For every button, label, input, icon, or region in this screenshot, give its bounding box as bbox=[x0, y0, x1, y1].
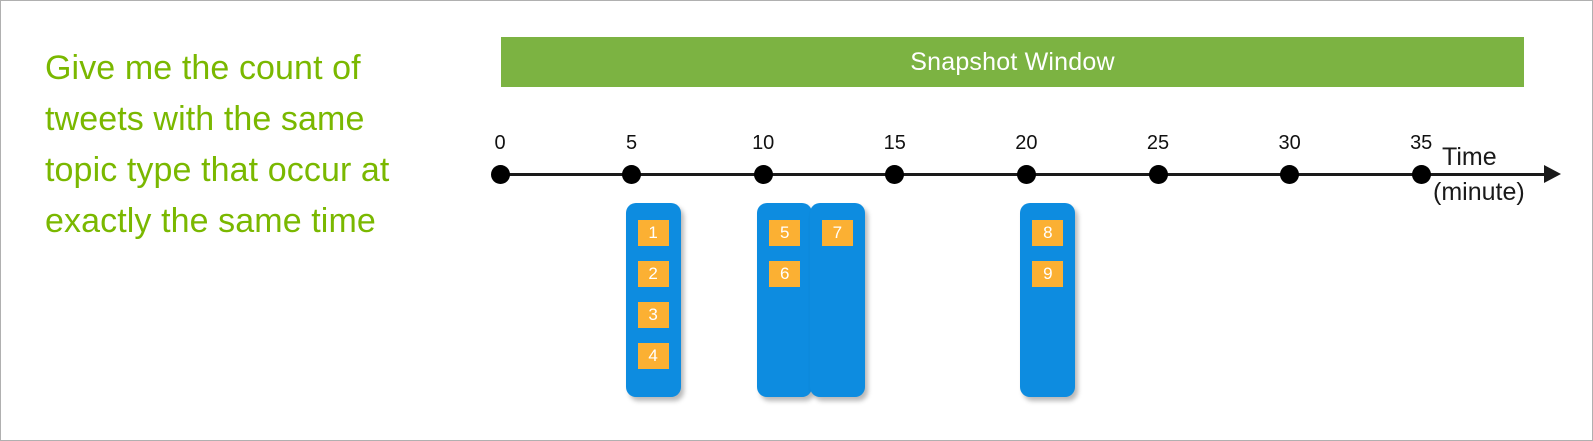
axis-tick-dot bbox=[1411, 165, 1431, 184]
event-cell[interactable]: 2 bbox=[637, 261, 669, 287]
axis-tick-dot bbox=[622, 165, 642, 184]
axis-tick-dot bbox=[490, 165, 510, 184]
axis-arrow-icon bbox=[1544, 165, 1561, 183]
axis-unit-label: (minute) bbox=[1433, 178, 1525, 206]
axis-tick-label: 25 bbox=[1146, 132, 1170, 154]
event-cell[interactable]: 6 bbox=[769, 261, 801, 287]
axis-tick-dot bbox=[1280, 165, 1300, 184]
event-cell[interactable]: 9 bbox=[1032, 261, 1064, 287]
axis-tick-label: 20 bbox=[1015, 132, 1038, 154]
event-cell[interactable]: 5 bbox=[769, 220, 801, 246]
axis-tick-dot bbox=[1148, 165, 1168, 184]
axis-tick-dot bbox=[1016, 165, 1036, 184]
event-cell[interactable]: 1 bbox=[637, 220, 669, 246]
event-column[interactable]: 7 bbox=[809, 203, 865, 397]
axis-tick-label: 0 bbox=[494, 132, 506, 154]
event-cell[interactable]: 7 bbox=[821, 220, 853, 246]
event-cell[interactable]: 4 bbox=[637, 343, 669, 369]
snapshot-window-label: Snapshot Window bbox=[910, 47, 1115, 76]
event-cell[interactable]: 3 bbox=[637, 302, 669, 328]
axis-line bbox=[500, 173, 1553, 176]
axis-tick-label: 10 bbox=[752, 132, 775, 154]
axis-tick-dot bbox=[885, 165, 905, 184]
event-cell[interactable]: 8 bbox=[1032, 220, 1064, 246]
question-text: Give me the count of tweets with the sam… bbox=[45, 49, 400, 240]
axis-title: Time bbox=[1442, 143, 1497, 171]
axis-tick-label: 35 bbox=[1410, 132, 1433, 154]
axis-tick-dot bbox=[753, 165, 773, 184]
axis-tick-label: 5 bbox=[626, 132, 638, 154]
event-column[interactable]: 1 2 3 4 bbox=[625, 203, 681, 397]
snapshot-window-bar: Snapshot Window bbox=[501, 37, 1524, 87]
axis-tick-label: 30 bbox=[1278, 132, 1301, 154]
axis-tick-label: 15 bbox=[883, 132, 906, 154]
